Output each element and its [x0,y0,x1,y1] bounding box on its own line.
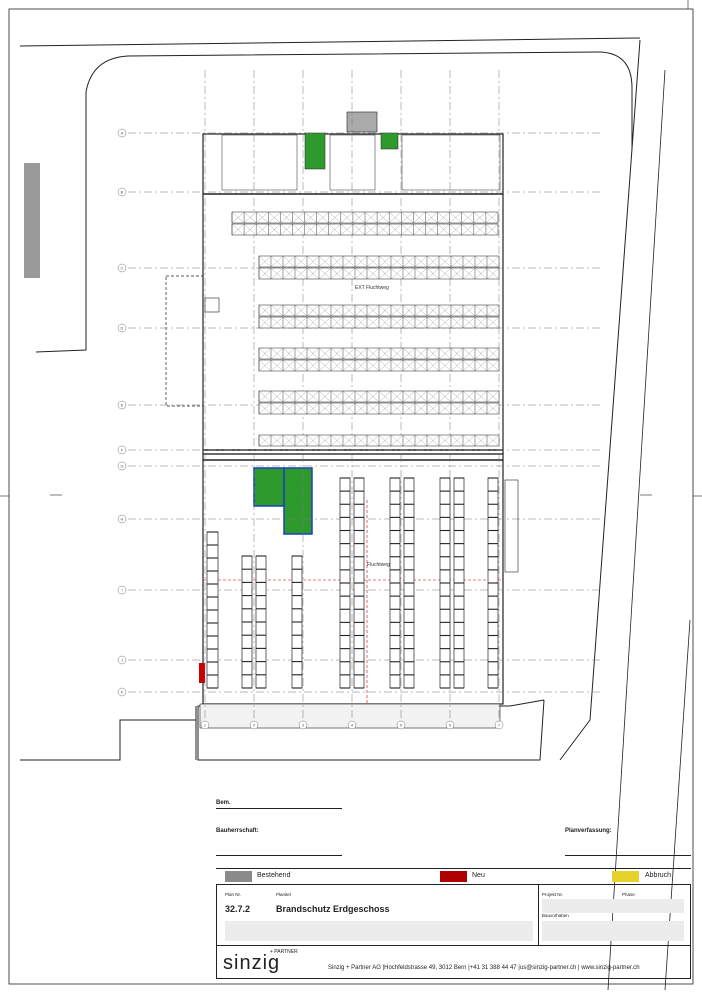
grid-col-label: 2 [253,723,256,728]
bauherrschaft-label: Bauherrschaft: [216,828,259,834]
grid-bubble-row [117,400,127,410]
grid-bubble-row [117,585,127,595]
legend-label: Bestehend [257,872,291,879]
grid-bubble-col [249,720,259,730]
grid-bubble-row [117,128,127,138]
site-outline [19,37,691,991]
plan-title: Brandschutz Erdgeschoss [276,904,390,914]
description-field [225,921,533,941]
stair-core-south-a [253,467,285,507]
legend-label: Abbruch [645,872,672,879]
grid-bubble-col [347,720,357,730]
grid-row-label: C [121,266,124,271]
project-nr-label: Projekt Nr. [542,892,564,897]
rack-rows [206,211,500,689]
grid-bubble-col [445,720,455,730]
grid-row-label: H [121,517,124,522]
bem-label: Bem. [216,800,231,806]
plan-note: Fluchtweg [367,562,390,568]
grid-bubble-col [200,720,210,730]
stair-core-ne [380,132,399,150]
grid-col-label: 7 [498,723,501,728]
grid-bubble-row [117,687,127,697]
grid-bubble-col [298,720,308,730]
grid-bubble-row [117,655,127,665]
footer-company: Sinzig + Partner AG [328,965,381,971]
bauvorhaben-field [542,921,684,941]
grid-col-label: 1 [204,723,207,728]
grid-bubble-row [117,187,127,197]
grid-bubble-row [117,514,127,524]
footer-address: Hochfeldstrasse 49, 3012 Bern [384,965,467,971]
stair-core-north [304,132,326,170]
project-nr-field [542,899,684,913]
grid-row-label: F [121,448,124,453]
plantitel-label: Planitel [276,892,291,897]
grid-row-label: J [121,658,123,663]
stair-core-south-b [283,467,313,535]
footer-email[interactable]: us@sinzig-partner.ch [519,965,577,971]
grid-row-label: A [121,131,124,136]
company-logo-sup: + PARTNER [270,949,298,955]
grid-bubble-col [494,720,504,730]
legend-swatch-neu [440,871,467,882]
bauvorhaben-label: Bauvorhaben [542,913,569,918]
footer-phone: +41 31 388 44 47 [469,965,517,971]
plan-note: EXT Fluchtweg [355,285,389,291]
fire-compartment-lines [203,500,503,704]
phase-label: Phase [622,892,635,897]
grid-bubble-row [117,461,127,471]
grid-row-label: D [121,326,124,331]
grid-col-label: 4 [351,723,354,728]
plan-number: 32.7.2 [225,904,251,914]
grid-bubble-col [396,720,406,730]
grid-row-label: G [120,464,123,469]
legend-swatch-bestehend [225,871,252,882]
footer-web[interactable]: www.sinzig-partner.ch [581,965,640,971]
plan-nr-label: Plan Nr. [225,892,242,897]
grid-col-label: 5 [400,723,403,728]
existing-structure [24,163,40,278]
grid-row-label: E [121,403,124,408]
legend-swatch-abbruch [612,871,639,882]
grid-row-label: I [121,588,122,593]
footer-contact: Sinzig + Partner AG |Hochfeldstrasse 49,… [328,965,640,971]
legend-label: Neu [472,872,485,879]
exterior-stair [504,479,519,573]
grid-row-label: K [121,690,124,695]
grid-bubble-row [117,263,127,273]
grid-bubble-row [117,323,127,333]
grid-col-label: 3 [302,723,305,728]
grid-col-label: 6 [449,723,452,728]
grid-bubble-row [117,445,127,455]
company-logo: sinzig [223,952,281,974]
sheet-border [8,8,694,985]
new-element [199,663,205,683]
planverfassung-label: Planverfassung: [565,828,612,834]
grid-row-label: B [121,190,124,195]
